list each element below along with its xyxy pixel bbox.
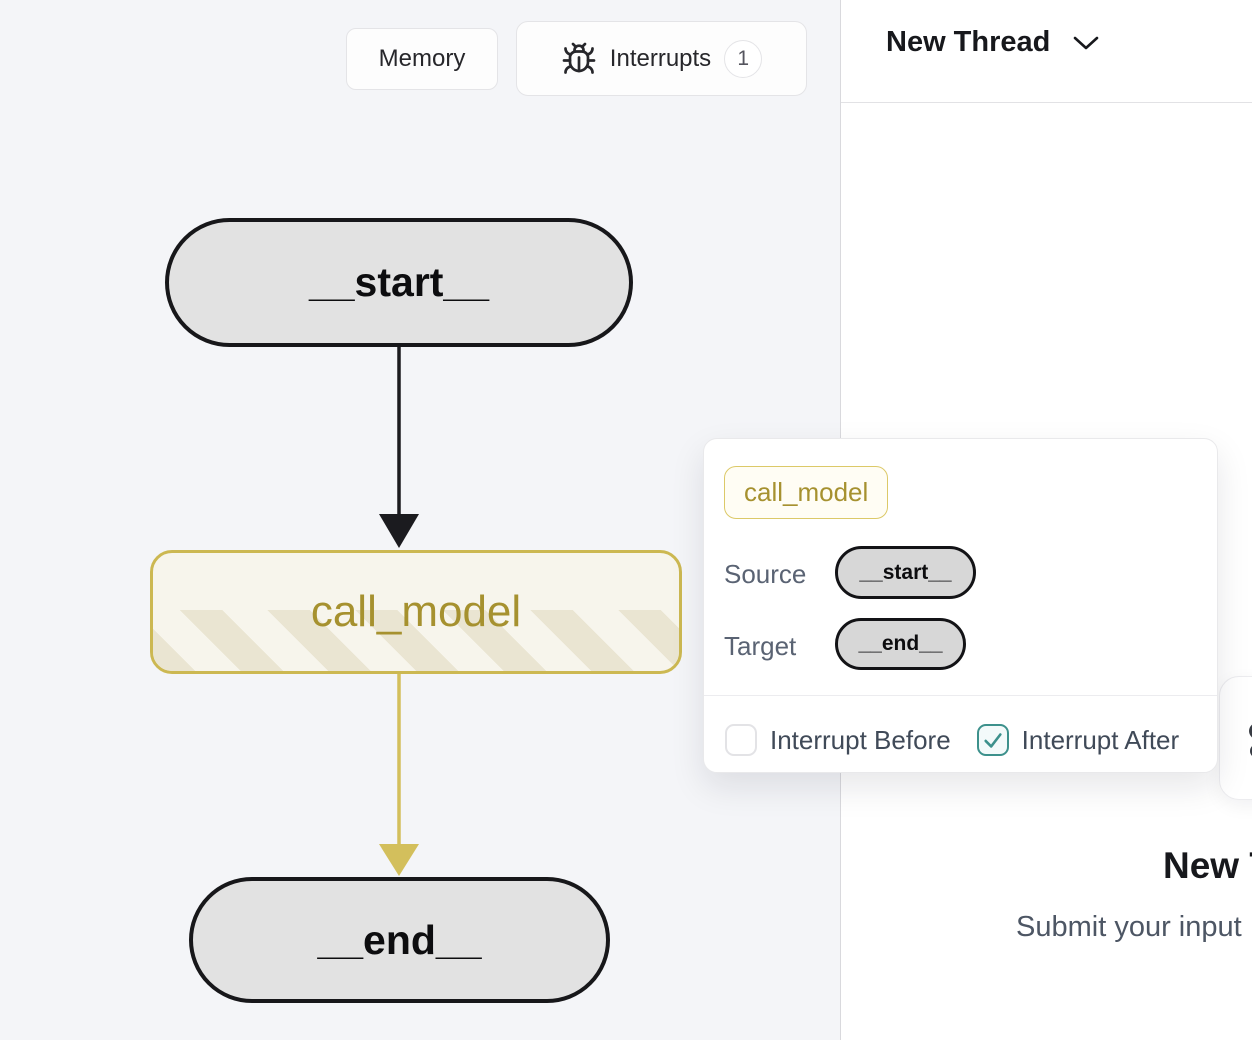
source-label: Source — [724, 559, 807, 589]
memory-button-label: Memory — [378, 45, 466, 72]
source-node-pill: __start__ — [835, 546, 976, 599]
node-start-label: __start__ — [308, 259, 490, 305]
interrupts-count-badge: 1 — [724, 39, 763, 78]
graph-node-call-model[interactable]: call_model — [150, 550, 682, 674]
interrupt-after-label: Interrupt After — [1021, 724, 1180, 755]
workflow-icon — [1236, 723, 1252, 763]
target-label: Target — [724, 631, 797, 661]
interrupt-before-label: Interrupt Before — [770, 724, 951, 755]
graph-edges — [379, 347, 419, 876]
empty-state-subtitle: Submit your input — [1016, 911, 1242, 943]
thread-selector-label: New Thread — [886, 26, 1051, 58]
graph-node-start[interactable]: __start__ — [165, 218, 633, 347]
thread-selector[interactable]: New Thread — [886, 26, 1100, 59]
interrupt-after-checkbox[interactable] — [976, 724, 1009, 756]
memory-button[interactable]: Memory — [346, 28, 498, 90]
chevron-down-icon — [1072, 34, 1100, 52]
bug-icon — [561, 41, 597, 77]
graph-canvas[interactable]: Memory Interrupts 1 __start__ — [0, 0, 841, 1040]
interrupt-controls: Interrupt Before Interrupt After — [725, 724, 1179, 756]
node-end-label: __end__ — [317, 916, 482, 963]
arrowhead-start-callmodel — [379, 514, 419, 548]
popover-node-tag: call_model — [724, 466, 889, 519]
interrupts-button-label: Interrupts — [609, 44, 712, 72]
target-node-pill: __end__ — [835, 618, 966, 670]
graph-options-button[interactable] — [1219, 676, 1252, 800]
panel-header-divider — [841, 102, 1252, 103]
popover-footer-divider — [704, 695, 1217, 696]
arrowhead-callmodel-end — [379, 844, 419, 876]
node-call-model-label: call_model — [310, 587, 522, 636]
empty-state-title: New Thread — [1163, 845, 1252, 886]
node-details-popover: call_model Source __start__ Target __end… — [703, 438, 1218, 773]
interrupts-button[interactable]: Interrupts 1 — [516, 21, 807, 96]
interrupt-before-checkbox[interactable] — [725, 724, 757, 756]
graph-node-end[interactable]: __end__ — [189, 877, 610, 1003]
